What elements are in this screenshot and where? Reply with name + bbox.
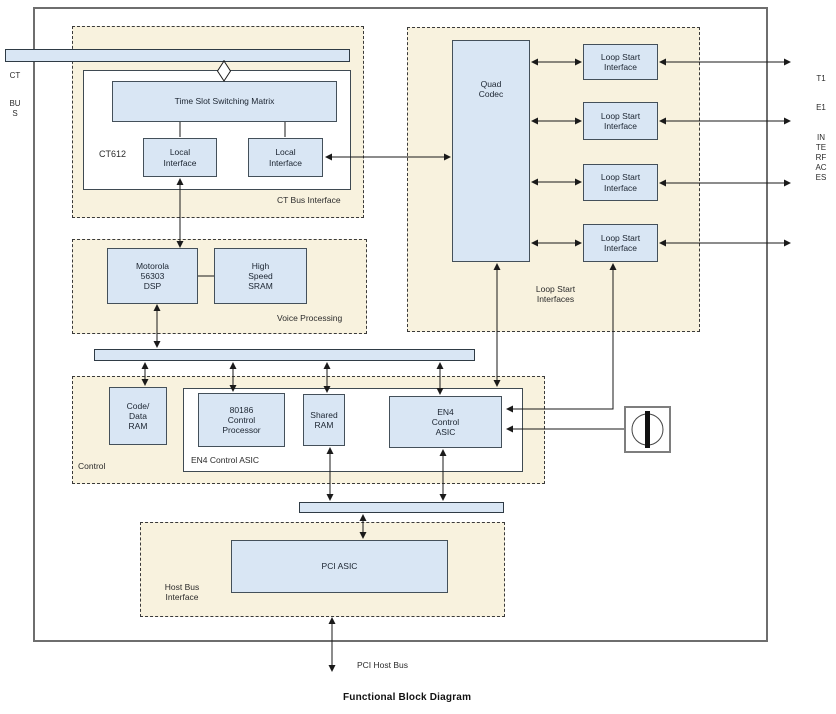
block-local-interface-right: Local Interface xyxy=(248,138,323,177)
label-ct: CT xyxy=(9,71,21,80)
label-t1: T1 xyxy=(816,74,826,83)
label-ct612: CT612 xyxy=(99,149,127,159)
local-bus-bar xyxy=(94,349,475,361)
diagram-title: Functional Block Diagram xyxy=(343,692,472,703)
label-pci-host-bus: PCI Host Bus xyxy=(357,660,409,670)
block-motorola-56303-dsp: Motorola 56303 DSP xyxy=(107,248,198,304)
block-local-interface-left: Local Interface xyxy=(143,138,217,177)
oscillator-icon xyxy=(624,406,671,453)
block-loop-start-interface-4: Loop Start Interface xyxy=(583,224,658,262)
ct-bus-bar xyxy=(5,49,350,62)
block-code-data-ram: Code/ Data RAM xyxy=(109,387,167,445)
host-bus-bar xyxy=(299,502,504,513)
label-voice-processing: Voice Processing xyxy=(277,313,343,323)
block-loop-start-interface-3: Loop Start Interface xyxy=(583,164,658,201)
label-e1: E1 xyxy=(816,103,826,112)
label-bus: BUS xyxy=(9,99,21,118)
oscillator-glyph xyxy=(631,411,664,448)
label-en4-control-asic-group: EN4 Control ASIC xyxy=(191,455,260,465)
label-control: Control xyxy=(78,461,106,471)
label-ct-bus-interface: CT Bus Interface xyxy=(277,195,341,205)
label-interfaces: INTERFACES xyxy=(815,133,827,182)
block-high-speed-sram: High Speed SRAM xyxy=(214,248,307,304)
block-80186-control-processor: 80186 Control Processor xyxy=(198,393,285,447)
block-time-slot-switching-matrix: Time Slot Switching Matrix xyxy=(112,81,337,122)
block-pci-asic: PCI ASIC xyxy=(231,540,448,593)
block-loop-start-interface-1: Loop Start Interface xyxy=(583,44,658,80)
block-quad-codec: Quad Codec xyxy=(452,40,530,262)
block-shared-ram: Shared RAM xyxy=(303,394,345,446)
label-host-bus-interface: Host Bus Interface xyxy=(164,582,200,602)
label-loop-start-interfaces: Loop Start Interfaces xyxy=(535,284,576,304)
block-loop-start-interface-2: Loop Start Interface xyxy=(583,102,658,140)
block-en4-control-asic: EN4 Control ASIC xyxy=(389,396,502,448)
